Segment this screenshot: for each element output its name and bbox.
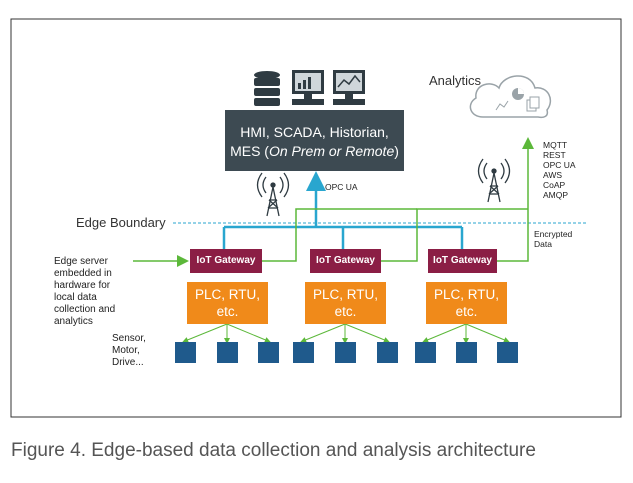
iot-gateway-3: IoT Gateway [428, 249, 497, 273]
field-device [377, 342, 398, 363]
plc-line2: etc. [216, 304, 239, 319]
iot-gateway-2: IoT Gateway [310, 249, 381, 273]
encrypted-data-links [133, 137, 534, 267]
plc-rtu-box-3: PLC, RTU, etc. [426, 282, 507, 324]
edge-server-line: embedded in [54, 268, 112, 279]
protocol-list: MQTT REST OPC UA AWS CoAP AMQP [543, 140, 576, 200]
field-device [293, 342, 314, 363]
protocol-item: MQTT [543, 140, 568, 150]
field-device [415, 342, 436, 363]
monitor-chart-icon [333, 70, 365, 105]
plc-line2: etc. [334, 304, 357, 319]
edge-boundary-label: Edge Boundary [76, 215, 166, 230]
field-device [456, 342, 477, 363]
protocol-item: AMQP [543, 190, 569, 200]
hmi-line2-italic: On Prem or Remote [268, 143, 395, 159]
plc-line1: PLC, RTU, [433, 287, 499, 302]
cloud-icon [469, 75, 552, 119]
device-links [182, 323, 510, 344]
plc-line1: PLC, RTU, [194, 287, 260, 302]
opc-ua-links [222, 171, 464, 249]
antenna-icon [256, 172, 290, 217]
field-device [497, 342, 518, 363]
hmi-line2-suffix: ) [394, 143, 399, 159]
plc-rtu-box-2: PLC, RTU, etc. [305, 282, 386, 324]
edge-server-line: analytics [54, 316, 93, 327]
field-device [217, 342, 238, 363]
hmi-line1: HMI, SCADA, Historian, [240, 124, 389, 140]
database-icon [254, 71, 280, 106]
edge-server-line: hardware for [54, 280, 111, 291]
field-device [335, 342, 356, 363]
hmi-scada-box: HMI, SCADA, Historian, MES (On Prem or R… [225, 110, 404, 171]
protocol-item: OPC UA [543, 160, 576, 170]
field-device [175, 342, 196, 363]
opc-ua-label: OPC UA [325, 182, 358, 192]
encrypted-data-label: Encrypted Data [534, 229, 572, 249]
protocol-item: REST [543, 150, 566, 160]
edge-server-line: Edge server [54, 256, 108, 267]
field-device [258, 342, 279, 363]
encrypted-data-line: Data [534, 239, 552, 249]
hmi-line2-prefix: MES ( [230, 143, 269, 159]
devices-label-line: Motor, [112, 345, 140, 356]
antenna-icon [477, 158, 511, 203]
protocol-item: AWS [543, 170, 563, 180]
devices-label-line: Sensor, [112, 333, 146, 344]
monitor-icon [292, 70, 324, 105]
figure-caption: Figure 4. Edge-based data collection and… [11, 440, 536, 461]
hmi-line2: MES (On Prem or Remote) [225, 142, 404, 161]
encrypted-data-line: Encrypted [534, 229, 573, 239]
plc-line1: PLC, RTU, [312, 287, 378, 302]
plc-line2: etc. [455, 304, 478, 319]
devices-label: Sensor, Motor, Drive... [112, 333, 146, 369]
iot-gateway-1: IoT Gateway [190, 249, 262, 273]
edge-server-line: local data [54, 292, 97, 303]
edge-server-description: Edge server embedded in hardware for loc… [54, 256, 115, 328]
edge-server-line: collection and [54, 304, 116, 315]
protocol-item: CoAP [543, 180, 566, 190]
analytics-label: Analytics [429, 73, 482, 88]
plc-rtu-box-1: PLC, RTU, etc. [187, 282, 268, 324]
devices-label-line: Drive... [112, 357, 144, 368]
